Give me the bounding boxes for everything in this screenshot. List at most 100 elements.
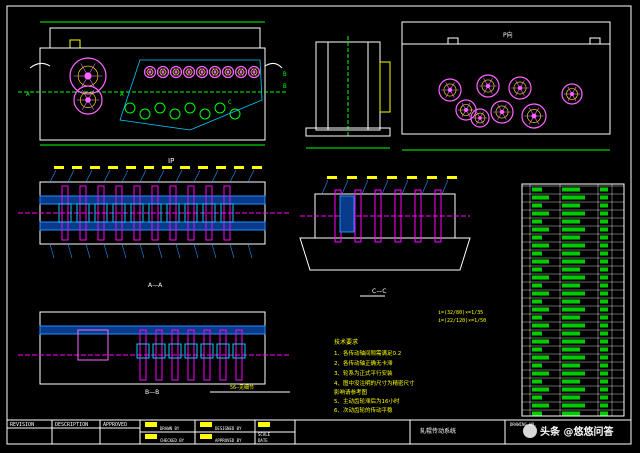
ip-bearing bbox=[148, 203, 162, 223]
cc-leader bbox=[361, 179, 369, 195]
front-gear-lower bbox=[73, 85, 103, 115]
parts-row-name bbox=[562, 227, 585, 232]
front-chain-roller-spoke bbox=[214, 71, 218, 76]
section-ip-leaders bbox=[49, 166, 262, 259]
section-cc-shafts bbox=[334, 189, 442, 243]
title-block: REVISION DESCRIPTION APPROVED DRAWN BY D… bbox=[6, 419, 632, 445]
cc-leader bbox=[401, 179, 409, 195]
ratio-notes: i=(32/80)×=1/35 i=(22/120)×=1/50 bbox=[438, 310, 486, 324]
parts-row-qty bbox=[600, 299, 608, 304]
ip-tag-top bbox=[72, 166, 82, 169]
p-view-gear bbox=[521, 103, 547, 129]
parts-row-qty bbox=[600, 275, 608, 280]
front-chain-roller bbox=[195, 65, 209, 79]
cc-shaft bbox=[414, 189, 422, 243]
cc-leader bbox=[441, 179, 449, 195]
cc-leader bbox=[321, 179, 329, 195]
front-lower-roller bbox=[139, 108, 151, 120]
front-chain-roller bbox=[156, 65, 170, 79]
bb-shaft bbox=[203, 329, 211, 381]
parts-row-qty bbox=[600, 323, 608, 328]
front-chain-roller-spoke bbox=[227, 68, 231, 73]
bb-bearing bbox=[184, 343, 198, 359]
front-chain-roller-spoke bbox=[149, 68, 153, 73]
parts-row-qty bbox=[600, 195, 608, 200]
front-gear-upper-spoke bbox=[87, 63, 96, 77]
ip-leader-top bbox=[67, 169, 75, 183]
ip-shaft bbox=[169, 185, 177, 241]
tech-requirements-title: 技术要求 bbox=[334, 338, 358, 346]
p-view-gear-spoke bbox=[449, 89, 455, 98]
parts-row-name bbox=[562, 371, 585, 376]
ip-bearing bbox=[112, 203, 126, 223]
ip-leader-bottom bbox=[49, 243, 55, 259]
parts-row-qty bbox=[600, 267, 608, 272]
p-view-gear-spoke bbox=[487, 78, 493, 87]
ip-leader-top bbox=[121, 169, 129, 183]
parts-row-qty bbox=[600, 411, 608, 416]
front-lower-roller bbox=[229, 108, 241, 120]
approved-label: APPROVED bbox=[103, 422, 127, 428]
parts-row-code bbox=[532, 371, 549, 376]
ip-shaft bbox=[133, 185, 141, 241]
p-view-label: P向 bbox=[503, 31, 513, 39]
ip-tag-top bbox=[108, 166, 118, 169]
front-chain-roller-spoke bbox=[162, 71, 166, 76]
ip-leader-top bbox=[49, 169, 57, 183]
approved-by: APPROVED BY bbox=[215, 438, 242, 443]
front-gear-upper bbox=[69, 57, 107, 95]
ip-bearing bbox=[58, 203, 72, 223]
ip-shaft bbox=[205, 185, 213, 241]
ip-bearing bbox=[184, 203, 198, 223]
ip-shaft bbox=[223, 185, 231, 241]
front-chain-roller-spoke bbox=[214, 68, 218, 73]
ip-leader-top bbox=[103, 169, 111, 183]
front-chain-roller-spoke bbox=[253, 71, 257, 76]
ip-leader-bottom bbox=[193, 243, 199, 259]
bb-bearing bbox=[232, 343, 246, 359]
parts-row-qty bbox=[600, 363, 608, 368]
front-chain-roller-spoke bbox=[227, 71, 231, 76]
section-cc-label: C—C bbox=[372, 288, 386, 295]
p-view-gear-spoke bbox=[567, 86, 573, 95]
end-view bbox=[305, 36, 391, 149]
p-view-gear-spoke bbox=[445, 89, 451, 98]
front-chain-roller-spoke bbox=[238, 68, 242, 73]
parts-row-name bbox=[562, 219, 580, 224]
parts-row-name bbox=[562, 243, 585, 248]
front-chain-roller-spoke bbox=[201, 68, 205, 73]
front-gear-lower-spoke bbox=[82, 90, 89, 101]
front-chain-roller-spoke bbox=[173, 68, 177, 73]
front-chain-roller-spoke bbox=[253, 68, 257, 73]
front-chain-roller bbox=[182, 65, 196, 79]
front-chain-roller-spoke bbox=[251, 68, 255, 73]
p-view-gear-spoke bbox=[461, 102, 467, 111]
front-gear-lower-spoke bbox=[87, 99, 94, 110]
tech-req-3: 3、轮系为正式平行安装 bbox=[334, 369, 393, 377]
front-chain-roller bbox=[221, 65, 235, 79]
front-chain-roller-spoke bbox=[212, 71, 216, 76]
section-cc: C—C bbox=[299, 176, 471, 297]
ip-shaft bbox=[151, 185, 159, 241]
front-chain-roller-spoke bbox=[240, 71, 244, 76]
parts-row-qty bbox=[600, 307, 608, 312]
ip-leader-top bbox=[157, 169, 165, 183]
revision-label: REVISION bbox=[10, 422, 34, 428]
tech-req-1: 1、各传动轴间隙需满足0.2 bbox=[334, 349, 401, 357]
parts-row-name bbox=[562, 187, 580, 192]
tech-req-5: 5、主动齿轮滞后为16小时 bbox=[334, 397, 400, 405]
front-gear-lower-spoke bbox=[82, 99, 89, 110]
front-chain-roller-spoke bbox=[175, 71, 179, 76]
parts-row-qty bbox=[600, 403, 608, 408]
p-view-gear-spoke bbox=[476, 111, 481, 119]
p-view-gear-spoke bbox=[501, 111, 507, 120]
cc-leader bbox=[341, 179, 349, 195]
parts-row-code bbox=[532, 291, 549, 296]
front-chain-roller-spoke bbox=[188, 68, 192, 73]
ip-shaft bbox=[61, 185, 69, 241]
parts-row-qty bbox=[600, 211, 608, 216]
p-view-gear-spoke bbox=[465, 102, 471, 111]
parts-row-code bbox=[532, 395, 542, 400]
front-gear-upper-spoke bbox=[80, 75, 89, 89]
parts-row-qty bbox=[600, 251, 608, 256]
